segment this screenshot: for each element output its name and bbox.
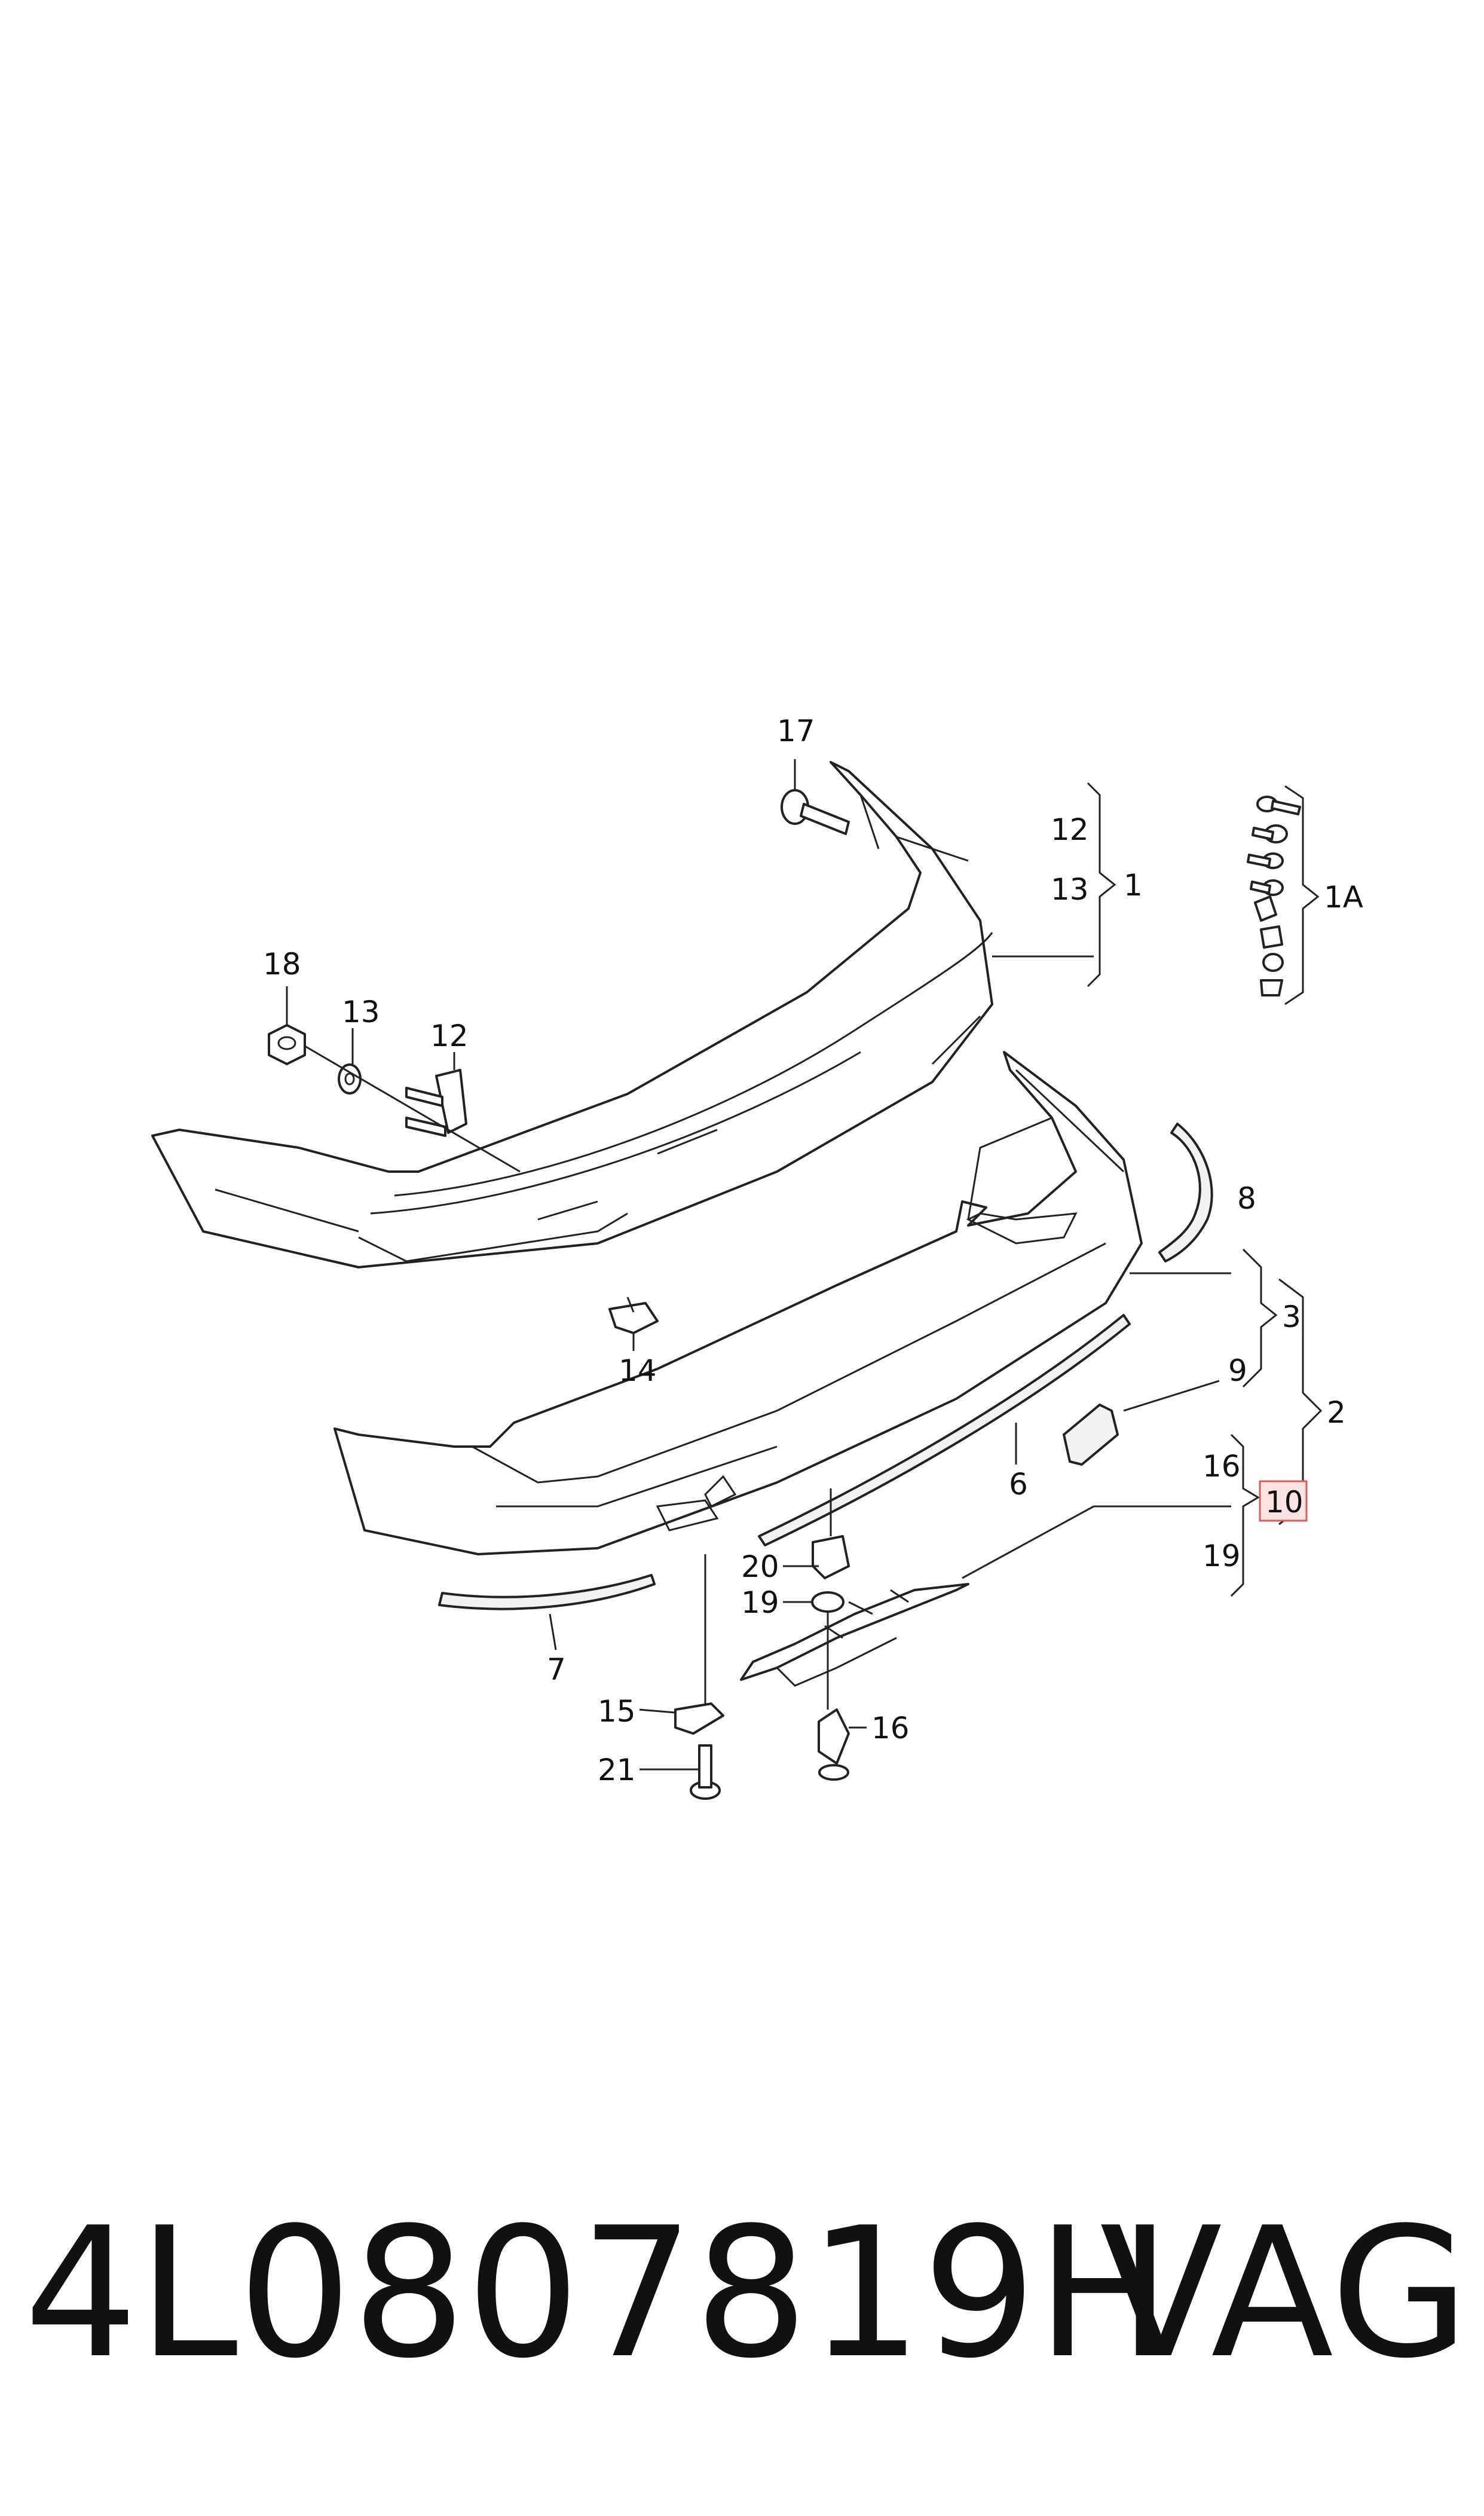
bracket-12 [405, 1069, 467, 1137]
nut-18 [268, 1024, 306, 1065]
reflector-9 [1063, 1404, 1119, 1466]
label-9: 9 [1228, 1353, 1247, 1388]
leader-lines [286, 759, 1231, 1771]
washer-19 [811, 1591, 844, 1613]
label-12-right: 12 [1051, 812, 1089, 847]
label-18: 18 [263, 947, 301, 982]
trim-strip-8 [1158, 1123, 1213, 1262]
callout-labels: 17 18 13 12 12 13 1 1A 14 8 3 2 9 6 16 1… [263, 714, 1363, 1787]
lower-diffuser-10 [740, 1583, 969, 1687]
label-16-right: 16 [1203, 1449, 1241, 1484]
label-16-center: 16 [871, 1711, 910, 1745]
label-1: 1 [1124, 868, 1143, 903]
label-17: 17 [777, 714, 815, 748]
label-2: 2 [1327, 1395, 1346, 1430]
label-19-right: 19 [1203, 1539, 1241, 1573]
brand-name: VAG [1100, 2189, 1469, 2398]
clip-15 [674, 1702, 724, 1735]
trim-strip-6 [758, 1314, 1131, 1546]
label-21: 21 [598, 1753, 636, 1787]
label-10: 10 [1265, 1485, 1304, 1520]
bolt-17 [781, 789, 850, 835]
label-13-right: 13 [1051, 872, 1089, 907]
label-6: 6 [1009, 1467, 1028, 1502]
label-7: 7 [547, 1652, 566, 1687]
label-1A: 1A [1324, 880, 1363, 915]
bumper-cover-upper [151, 761, 993, 1268]
part-number: 4L0807819H [24, 2189, 1171, 2398]
screw-21 [690, 1744, 721, 1800]
clip-16 [818, 1708, 850, 1781]
highlight-box-10 [1259, 1480, 1308, 1522]
label-12-left: 12 [430, 1019, 469, 1053]
clip-14 [608, 1297, 659, 1334]
trim-strip-7 [438, 1574, 656, 1610]
bracket-20 [812, 1535, 850, 1579]
label-19-center: 19 [741, 1585, 779, 1620]
label-15: 15 [598, 1694, 636, 1729]
label-14: 14 [619, 1353, 657, 1388]
washer-13 [338, 1063, 362, 1095]
bumper-cover-lower [333, 1051, 1143, 1555]
label-20: 20 [741, 1549, 779, 1584]
label-8: 8 [1237, 1181, 1256, 1216]
hardware-kit-1A [1247, 796, 1301, 996]
label-13-left: 13 [342, 995, 380, 1029]
label-3: 3 [1282, 1300, 1301, 1334]
